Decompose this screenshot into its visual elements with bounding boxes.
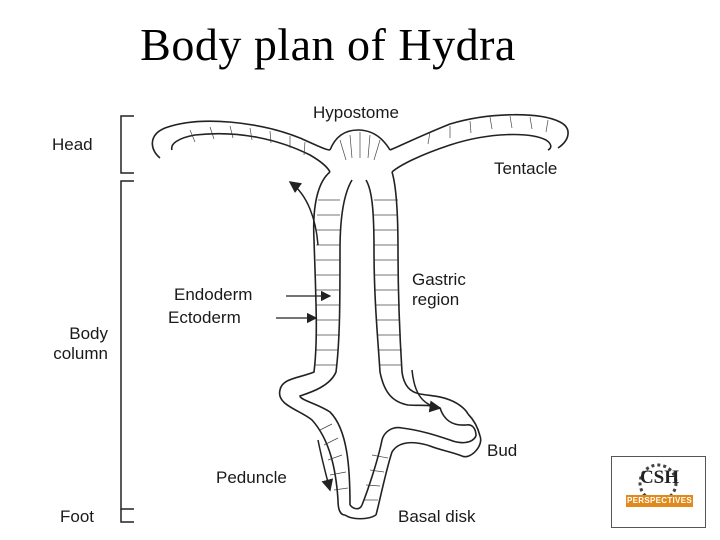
label-peduncle: Peduncle	[216, 468, 287, 487]
label-endoderm: Endoderm	[174, 285, 253, 304]
slide-title: Body plan of Hydra	[140, 19, 516, 70]
label-bud: Bud	[487, 441, 518, 460]
csh-perspectives-logo: CSH PERSPECTIVES	[611, 456, 706, 528]
label-body-column: Body column	[53, 324, 108, 363]
label-gastric-region: Gastric region	[412, 270, 466, 309]
label-hypostome: Hypostome	[313, 103, 399, 122]
label-basal-disk: Basal disk	[398, 507, 476, 526]
cell-layers	[189, 115, 549, 501]
body-foot-bracket	[120, 180, 134, 523]
label-pointers	[276, 290, 332, 324]
hydra-body-outline	[151, 113, 569, 520]
label-ectoderm: Ectoderm	[168, 308, 241, 327]
label-foot: Foot	[60, 507, 95, 526]
flow-arrows	[288, 181, 442, 492]
label-head: Head	[52, 135, 93, 154]
head-bracket	[120, 115, 134, 174]
label-tentacle: Tentacle	[494, 159, 558, 178]
